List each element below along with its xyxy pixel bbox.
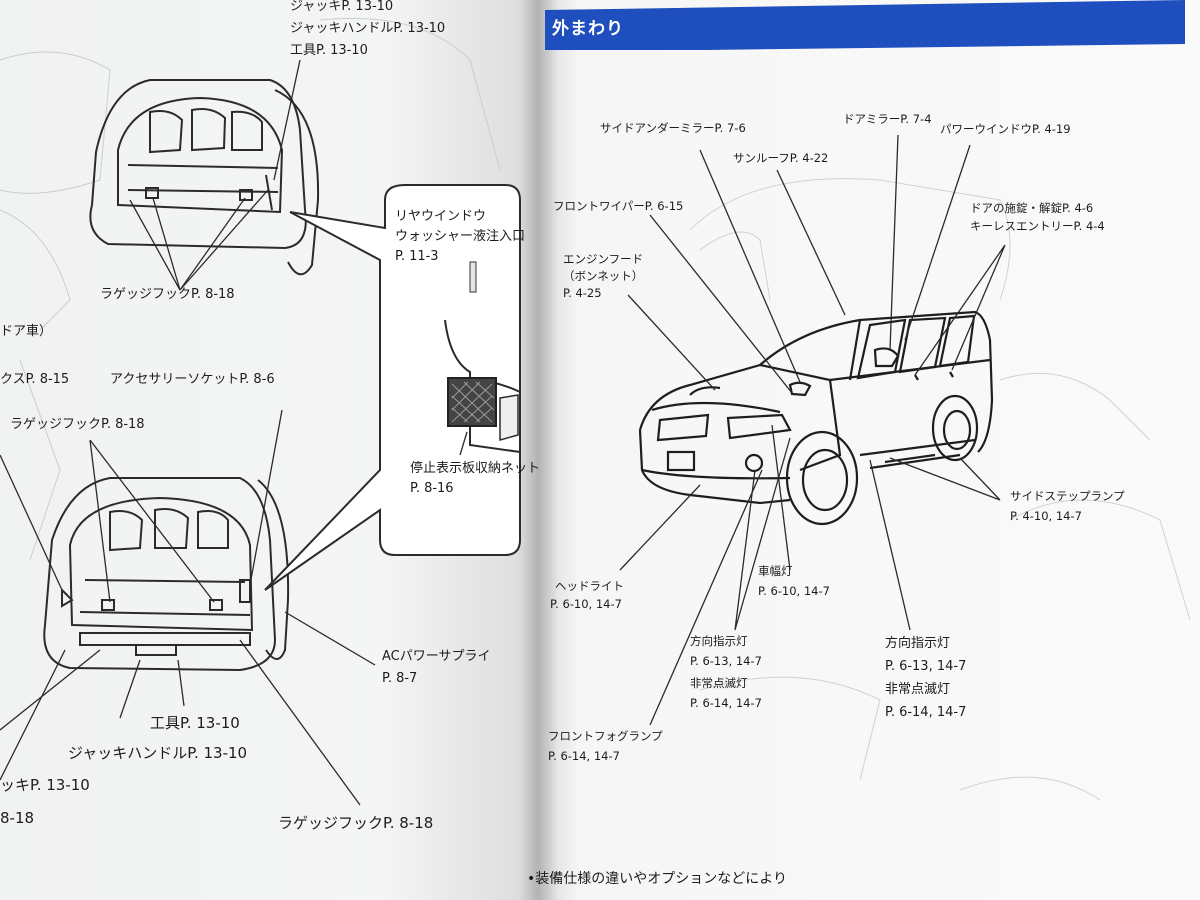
label-hazard-front-page: P. 6-14, 14-7: [690, 697, 762, 710]
label-jack-handle-lower: ジャッキハンドルP. 13-10: [68, 745, 247, 762]
label-ac-power-supply: ACパワーサプライ: [382, 650, 490, 665]
label-turn-signal-side-page: P. 6-13, 14-7: [885, 660, 966, 675]
label-accessory-socket: アクセサリーソケットP. 8-6: [110, 373, 275, 388]
label-rear-washer-page: P. 11-3: [395, 250, 439, 265]
label-turn-signal-front-page: P. 6-13, 14-7: [690, 655, 762, 668]
label-side-step-lamp: サイドステップランプ: [1010, 490, 1125, 503]
label-headlight-page: P. 6-10, 14-7: [550, 598, 622, 611]
label-hazard-side: 非常点滅灯: [885, 683, 950, 698]
label-luggage-hook-bottom: ラゲッジフックP. 8-18: [278, 815, 433, 832]
label-clearance-lamp: 車幅灯: [758, 565, 793, 578]
label-jack-top: ジャッキP. 13-10: [290, 0, 393, 15]
label-front-fog-lamp: フロントフォグランプ: [548, 730, 663, 743]
label-tools-lower: 工具P. 13-10: [150, 715, 240, 732]
label-engine-hood-line1: エンジンフード: [563, 253, 643, 266]
label-luggage-page-fragment: 8-18: [0, 810, 34, 827]
label-door-lock: ドアの施錠・解錠P. 4-6: [970, 202, 1093, 215]
upper-cargo-area-illustration: [90, 80, 318, 274]
label-rear-washer-line2: ウォッシャー液注入口: [395, 230, 525, 245]
label-power-window: パワーウインドウP. 4-19: [940, 123, 1071, 136]
label-clearance-lamp-page: P. 6-10, 14-7: [758, 585, 830, 598]
label-luggage-hook-lower: ラゲッジフックP. 8-18: [10, 418, 145, 433]
label-door-mirror: ドアミラーP. 7-4: [843, 113, 932, 126]
label-warning-sign-net: 停止表示板収納ネット: [410, 462, 540, 477]
label-front-wiper: フロントワイパーP. 6-15: [553, 200, 683, 213]
label-warning-sign-net-page: P. 8-16: [410, 482, 454, 497]
label-box-fragment: クスP. 8-15: [0, 373, 69, 388]
label-sunroof: サンルーフP. 4-22: [733, 152, 828, 165]
label-ac-power-supply-page: P. 8-7: [382, 672, 417, 687]
label-hazard-side-page: P. 6-14, 14-7: [885, 706, 966, 721]
label-keyless-entry: キーレスエントリーP. 4-4: [970, 220, 1105, 233]
label-side-under-mirror: サイドアンダーミラーP. 7-6: [600, 122, 746, 135]
label-jack-lower-fragment: ッキP. 13-10: [0, 777, 90, 794]
label-side-step-lamp-page: P. 4-10, 14-7: [1010, 510, 1082, 523]
label-engine-hood-line2: （ボンネット）: [563, 270, 643, 283]
label-headlight: ヘッドライト: [555, 580, 624, 593]
footnote: •装備仕様の違いやオプションなどにより: [527, 868, 787, 888]
label-luggage-hook-upper: ラゲッジフックP. 8-18: [100, 288, 235, 303]
label-rear-washer-line1: リヤウインドウ: [395, 210, 486, 225]
label-turn-signal-side: 方向指示灯: [885, 637, 950, 652]
label-hazard-front: 非常点滅灯: [690, 677, 748, 690]
label-front-fog-lamp-page: P. 6-14, 14-7: [548, 750, 620, 763]
label-jack-handle-top: ジャッキハンドルP. 13-10: [290, 22, 445, 37]
label-turn-signal-front: 方向指示灯: [690, 635, 748, 648]
callout-bubble: [265, 185, 520, 590]
label-door-car-fragment: ドア車）: [0, 325, 52, 340]
label-tools-top: 工具P. 13-10: [290, 44, 368, 59]
label-engine-hood-page: P. 4-25: [563, 287, 602, 300]
